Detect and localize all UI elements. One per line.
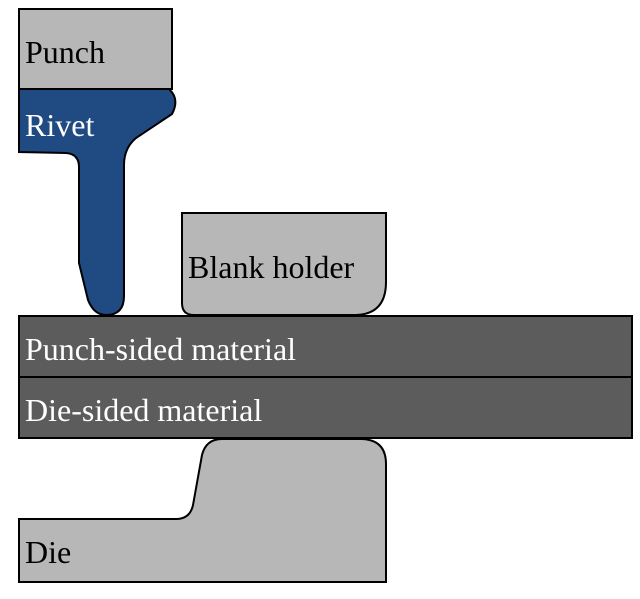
rivet-label: Rivet xyxy=(25,107,94,143)
die-label: Die xyxy=(25,534,71,570)
blank-holder: Blank holder xyxy=(181,212,387,316)
punch-sided-material: Punch-sided material xyxy=(18,315,633,378)
die: Die xyxy=(18,438,387,583)
rivet: Rivet xyxy=(18,88,177,317)
punch-sided-material-label: Punch-sided material xyxy=(25,331,296,367)
die-shape xyxy=(18,438,387,583)
die-sided-material-shape xyxy=(18,376,633,439)
rivet-shape xyxy=(18,88,177,317)
punch: Punch xyxy=(18,8,173,90)
punch-label: Punch xyxy=(25,34,105,70)
blank-holder-label: Blank holder xyxy=(188,249,355,285)
punch-shape xyxy=(18,8,173,90)
die-sided-material-label: Die-sided material xyxy=(25,392,262,428)
die-sided-material: Die-sided material xyxy=(18,376,633,439)
